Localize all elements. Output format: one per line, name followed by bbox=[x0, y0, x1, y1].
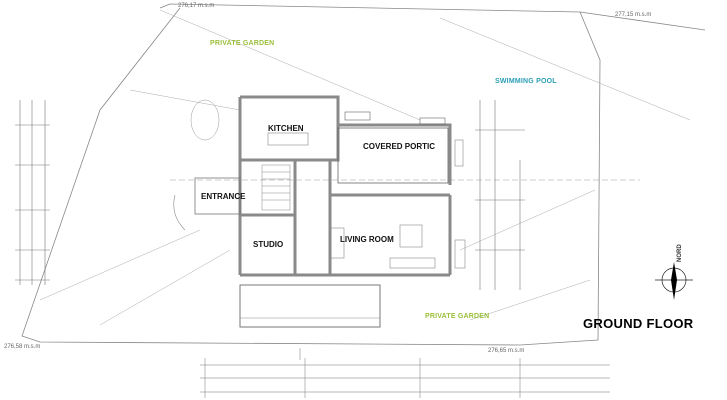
site-boundary bbox=[21, 3, 601, 346]
site-line bbox=[39, 229, 201, 301]
front-terrace bbox=[239, 284, 381, 328]
site-line bbox=[99, 249, 231, 326]
side-bench bbox=[454, 239, 466, 269]
site-line bbox=[439, 17, 691, 121]
site-line bbox=[469, 279, 591, 321]
room-label-kitchen: KITCHEN bbox=[268, 124, 304, 133]
room-label-living-room: LIVING ROOM bbox=[340, 235, 394, 244]
entrance-porch bbox=[194, 177, 241, 215]
elevation-bottom-left: 276,58 m.s.m bbox=[4, 344, 41, 350]
coffee-table bbox=[399, 224, 423, 248]
covered-portic-frame bbox=[337, 127, 449, 184]
dining-table bbox=[329, 227, 345, 259]
private-garden-top-label: PRIVATE GARDEN bbox=[210, 40, 275, 47]
garden-table bbox=[190, 99, 220, 141]
drawing-title: GROUND FLOOR bbox=[583, 316, 694, 331]
room-label-covered-portic: COVERED PORTIC bbox=[363, 142, 436, 151]
kitchen-island bbox=[267, 132, 309, 146]
site-line bbox=[159, 9, 421, 121]
sofa bbox=[389, 257, 436, 269]
window bbox=[419, 117, 446, 125]
elevation-top-right: 277,15 m.s.m bbox=[615, 12, 652, 18]
private-garden-bottom-label: PRIVATE GARDEN bbox=[425, 313, 490, 320]
room-label-studio: STUDIO bbox=[253, 240, 284, 249]
swimming-pool-label: SWIMMING POOL bbox=[495, 78, 557, 85]
north-label: NORD bbox=[677, 244, 683, 262]
staircase bbox=[261, 164, 291, 211]
portic-seat bbox=[454, 139, 464, 167]
window bbox=[344, 111, 371, 121]
north-arrow-icon bbox=[655, 262, 693, 300]
site-boundary-right bbox=[579, 11, 706, 31]
site-line bbox=[459, 189, 596, 251]
site-line bbox=[129, 89, 241, 111]
elevation-bottom-right: 276,65 m.s.m bbox=[488, 348, 525, 354]
elevation-top-left: 276,17 m.s.m bbox=[178, 3, 215, 9]
room-label-entrance: ENTRANCE bbox=[201, 192, 246, 201]
